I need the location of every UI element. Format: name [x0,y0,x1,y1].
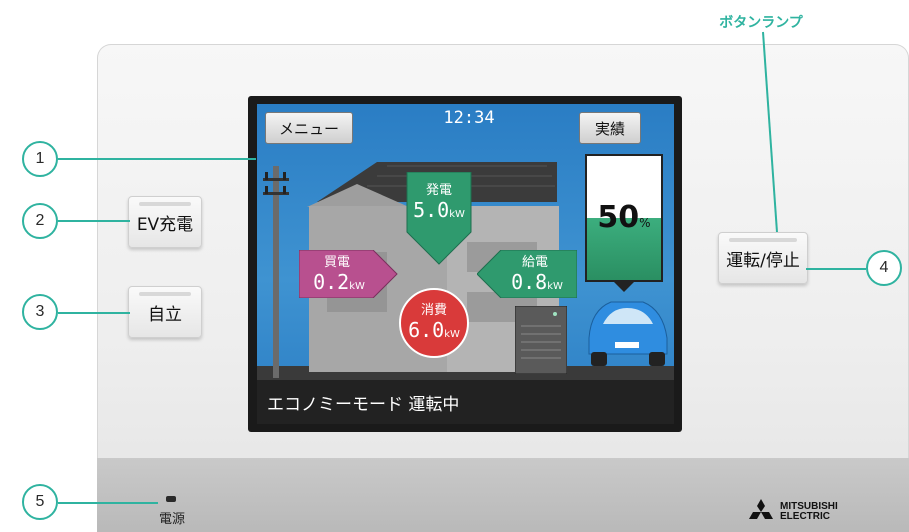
supply-value: 0.8 [511,270,548,294]
battery-unit: % [639,216,651,230]
power-label: 電源 [158,512,185,527]
purchase-label: 買電 [323,255,350,270]
independent-lamp [139,292,191,296]
callout-1-leader [58,158,256,160]
run-stop-lamp [729,238,797,242]
touch-screen[interactable]: メニュー 12:34 実績 発電 5.0kW 買電 0.2kW 給電 0.8kW… [257,104,674,424]
battery-pointer [614,282,634,292]
run-stop-label: 運転/停止 [726,250,800,271]
generation-value: 5.0 [413,198,450,222]
consumption-unit: kW [444,329,460,340]
utility-pole [263,166,289,378]
results-button[interactable]: 実績 [579,112,641,144]
generation-unit: kW [449,209,465,220]
ev-charge-lamp [139,202,191,206]
consumption-value: 6.0 [408,318,445,342]
purchase-value-box: 0.2kW [303,272,375,293]
power-conditioner-unit [515,306,567,374]
generation-value-box: 5.0kW [405,200,473,221]
generation-arrow [406,172,472,265]
status-text: エコノミーモード 運転中 [267,395,460,415]
supply-value-box: 0.8kW [501,272,573,293]
battery-value-box: 50% [587,200,661,235]
consumption-label: 消費 [420,303,447,318]
callout-3: 3 [22,294,58,330]
run-stop-button[interactable]: 運転/停止 [718,232,808,284]
supply-unit: kW [547,281,563,292]
callout-3-leader [58,312,130,314]
callout-4-leader [806,268,866,270]
supply-label: 給電 [521,255,548,270]
ev-charge-label: EV充電 [136,214,194,235]
ev-car [588,301,668,366]
battery-gauge: 50% [585,154,663,282]
device-base-panel [97,458,909,532]
menu-button[interactable]: メニュー [265,112,353,144]
callout-5: 5 [22,484,58,520]
generation-label: 発電 [425,183,452,198]
consumption-value-box: 6.0kW [399,320,469,341]
power-led [166,496,176,502]
supply-arrow [477,250,577,298]
battery-gauge-fill [587,218,661,280]
independent-button[interactable]: 自立 [128,286,202,338]
callout-1: 1 [22,141,58,177]
brand-line-2: ELECTRIC [780,511,830,522]
brand-line-1: MITSUBISHI [780,501,838,512]
ev-charge-button[interactable]: EV充電 [128,196,202,248]
button-lamp-annotation: ボタンランプ [719,15,803,31]
callout-5-leader [58,502,158,504]
independent-label: 自立 [148,304,182,325]
clock: 12:34 [443,108,495,128]
callout-2: 2 [22,203,58,239]
purchase-unit: kW [349,281,365,292]
brand-name: MITSUBISHI ELECTRIC [780,502,838,522]
callout-4: 4 [866,250,902,286]
consumption-circle [399,288,469,358]
purchase-value: 0.2 [313,270,350,294]
callout-2-leader [58,220,130,222]
battery-value: 50 [597,200,640,235]
purchase-arrow [299,250,398,298]
mitsubishi-logo-icon [749,499,773,519]
status-bar [257,380,674,424]
